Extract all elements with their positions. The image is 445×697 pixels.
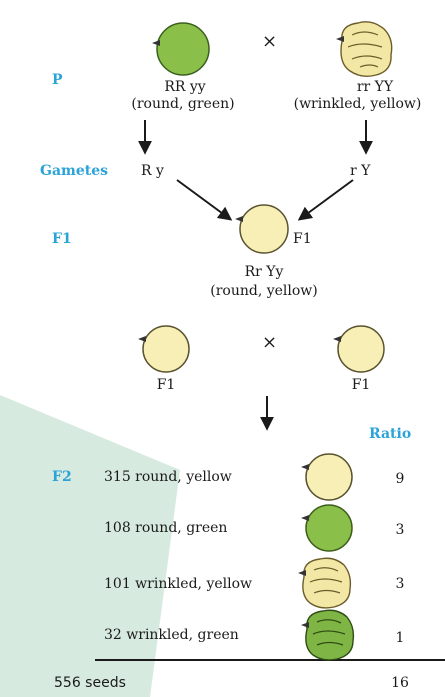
total-seeds: 556 seeds [54,675,126,691]
f2-row-ratio: 9 [395,471,405,487]
parent-left-genotype: RR yy [164,79,206,95]
label-f2: F2 [52,469,72,485]
total-ratio: 16 [391,675,409,691]
seed-round-green-icon [152,22,210,76]
seed-f1-icon [235,204,289,254]
cross-symbol-p: × [262,31,278,52]
f1-seed-label: F1 [293,231,312,247]
seed-f2-round-yellow-icon [301,453,353,501]
f2-row-text: 32 wrinkled, green [104,627,239,643]
label-p: P [52,72,63,88]
f1-phenotype: (round, yellow) [210,283,318,299]
f1-genotype: Rr Yy [244,264,284,280]
arrow-gamete-right [297,179,354,221]
seed-f2-wrinkled-green-icon [301,609,355,661]
label-gametes: Gametes [40,163,109,179]
f2-row-text: 108 round, green [104,520,228,536]
arrow-gamete-left [176,179,233,221]
parent-left-phenotype: (round, green) [131,96,235,112]
f2-row-text: 101 wrinkled, yellow [104,576,253,592]
seed-f2-wrinkled-yellow-icon [298,557,352,609]
f2-row-ratio: 1 [395,630,405,646]
seed-f1-left-icon [138,325,190,373]
f1-left-label: F1 [156,377,176,393]
f2-row-ratio: 3 [395,522,405,538]
f1-right-label: F1 [351,377,371,393]
seed-f2-round-green-icon [301,504,353,552]
seed-f1-right-icon [333,325,385,373]
parent-right-phenotype: (wrinkled, yellow) [293,96,422,112]
label-f1: F1 [52,231,72,247]
parent-right-genotype: rr YY [356,79,394,95]
gamete-right: r Y [350,163,371,179]
ratio-header: Ratio [369,426,412,442]
cross-symbol-f1: × [262,332,278,353]
gamete-left: R y [141,163,164,179]
f2-row-text: 315 round, yellow [104,469,232,485]
f2-row-ratio: 3 [395,576,405,592]
seed-wrinkled-yellow-icon [336,21,393,78]
